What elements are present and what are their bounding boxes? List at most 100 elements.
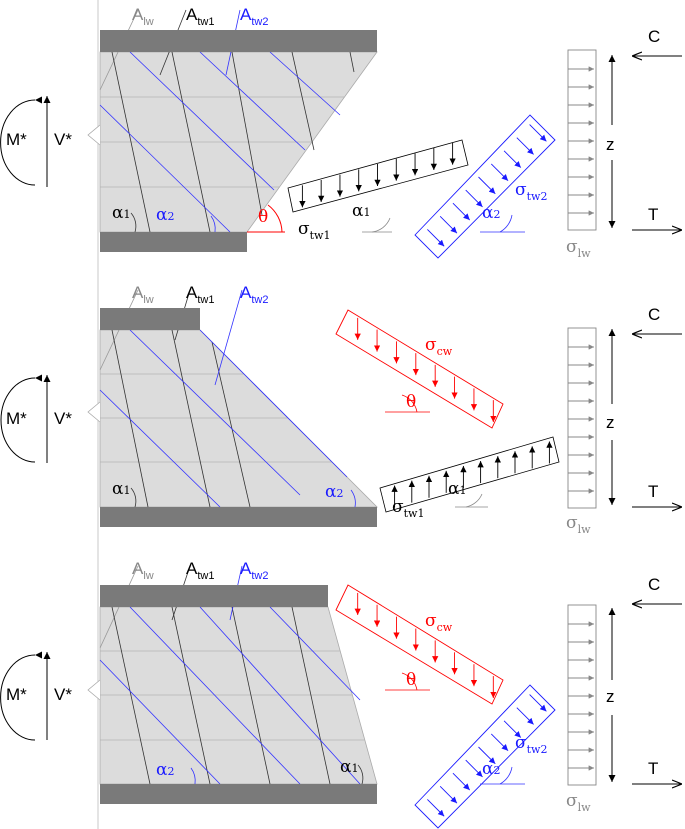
- sigma-lw-block: [567, 49, 597, 231]
- label-V: V*: [54, 685, 72, 704]
- sigma-tw1-block: [379, 436, 560, 513]
- label-A-lw: Alw: [132, 283, 154, 306]
- top-flange: [100, 308, 200, 330]
- stress-arrow-tw2: [490, 733, 509, 752]
- panel-middle: [0, 289, 682, 527]
- label-A-tw2: Atw2: [240, 283, 268, 306]
- bottom-flange: [100, 232, 247, 252]
- label-alpha1: α1: [112, 203, 130, 223]
- stress-arrow-tw2: [439, 216, 458, 234]
- label-A-tw1: Atw1: [186, 283, 214, 306]
- concrete-web: [99, 606, 378, 785]
- stress-arrow-tw2: [439, 786, 458, 804]
- label-alpha1: α1: [340, 757, 358, 777]
- label-M: M*: [6, 130, 27, 149]
- label-theta: θ: [406, 670, 416, 690]
- section-notch: [87, 401, 101, 423]
- sigma-cw-block: [335, 309, 504, 429]
- stress-arrow-tw2: [427, 799, 445, 817]
- stress-arrow-tw2: [516, 137, 534, 155]
- label-A-tw1: Atw1: [186, 559, 214, 582]
- label-T: T: [648, 205, 658, 224]
- top-flange: [100, 30, 377, 52]
- sigma-tw2-block: [414, 114, 556, 259]
- label-sigma-tw1: σtw1: [392, 497, 424, 520]
- sigma-tw1-block: [287, 139, 469, 213]
- label-alpha1-stress: α1: [352, 201, 370, 221]
- label-sigma-tw2: σtw2: [515, 733, 547, 756]
- label-theta: θ: [406, 392, 416, 412]
- label-A-lw: Alw: [132, 559, 154, 582]
- alpha2-angle-marker: [499, 214, 513, 233]
- alpha1-angle-marker: [371, 217, 391, 233]
- label-sigma-cw: σcw: [425, 335, 453, 358]
- section-notch: [87, 124, 101, 146]
- grid-lines: [100, 96, 345, 188]
- label-alpha1-stress: α1: [448, 479, 466, 499]
- stress-arrow-tw2: [529, 694, 547, 712]
- sigma-lw-block: [567, 604, 597, 786]
- label-A-tw2: Atw2: [240, 5, 268, 28]
- stress-arrow-tw2: [452, 772, 471, 791]
- sigma-lw-block: [567, 327, 597, 509]
- alpha2-arc: [210, 215, 216, 233]
- label-sigma-cw: σcw: [425, 611, 453, 634]
- label-alpha1: α1: [112, 479, 130, 499]
- label-C: C: [648, 27, 660, 46]
- label-M: M*: [6, 409, 27, 428]
- label-V: V*: [54, 409, 72, 428]
- label-z: z: [606, 687, 615, 706]
- label-A-lw: Alw: [132, 5, 154, 28]
- label-sigma-lw: σlw: [566, 791, 591, 814]
- label-alpha2: α2: [156, 760, 174, 780]
- stress-arrow-tw2: [465, 759, 483, 778]
- stress-arrow-tw2: [427, 229, 445, 247]
- label-sigma-lw: σlw: [566, 237, 591, 260]
- moment-arrow: [0, 374, 43, 463]
- concrete-web: [99, 329, 378, 508]
- top-flange: [100, 585, 328, 607]
- sigma-cw-block: [335, 584, 504, 705]
- bottom-flange: [100, 507, 377, 527]
- label-M: M*: [6, 685, 27, 704]
- label-z: z: [606, 135, 615, 154]
- label-sigma-lw: σlw: [566, 513, 591, 536]
- label-A-tw1: Atw1: [186, 5, 214, 28]
- sigma-tw2-block: [414, 684, 556, 829]
- label-alpha2-stress: α2: [482, 203, 500, 223]
- label-T: T: [648, 759, 658, 778]
- stress-arrow-tw2: [503, 720, 522, 738]
- stress-arrow-tw2: [490, 163, 509, 182]
- label-V: V*: [54, 130, 72, 149]
- label-sigma-tw2: σtw2: [515, 180, 547, 203]
- bottom-flange: [100, 784, 377, 804]
- stress-arrow-tw2: [452, 202, 471, 221]
- stress-arrow-tw2: [516, 707, 534, 725]
- section-notch: [87, 679, 101, 701]
- stress-arrow-tw2: [503, 150, 522, 168]
- moment-arrow: [0, 96, 43, 186]
- label-alpha2-stress: α2: [482, 759, 500, 779]
- label-A-tw2: Atw2: [240, 559, 268, 582]
- label-C: C: [648, 575, 660, 594]
- stirrups-tw2: [99, 9, 341, 233]
- label-T: T: [648, 482, 658, 501]
- label-z: z: [606, 413, 615, 432]
- stress-arrow-tw2: [529, 124, 547, 142]
- panel-bottom: [0, 565, 682, 829]
- label-theta: θ: [258, 207, 268, 227]
- theta-angle-marker: [401, 394, 418, 413]
- label-C: C: [648, 305, 660, 324]
- stress-arrow-tw2: [478, 746, 496, 765]
- label-alpha2: α2: [156, 205, 174, 225]
- label-sigma-tw1: σtw1: [298, 219, 330, 242]
- theta-arc: [267, 204, 283, 233]
- panel-top: [0, 9, 682, 259]
- stirrups-tw2: [99, 289, 348, 508]
- alpha1-arc: [130, 212, 137, 233]
- stress-arrow-tw2: [465, 189, 483, 208]
- stress-arrow-tw2: [478, 176, 496, 195]
- stress-arrows: [299, 66, 594, 817]
